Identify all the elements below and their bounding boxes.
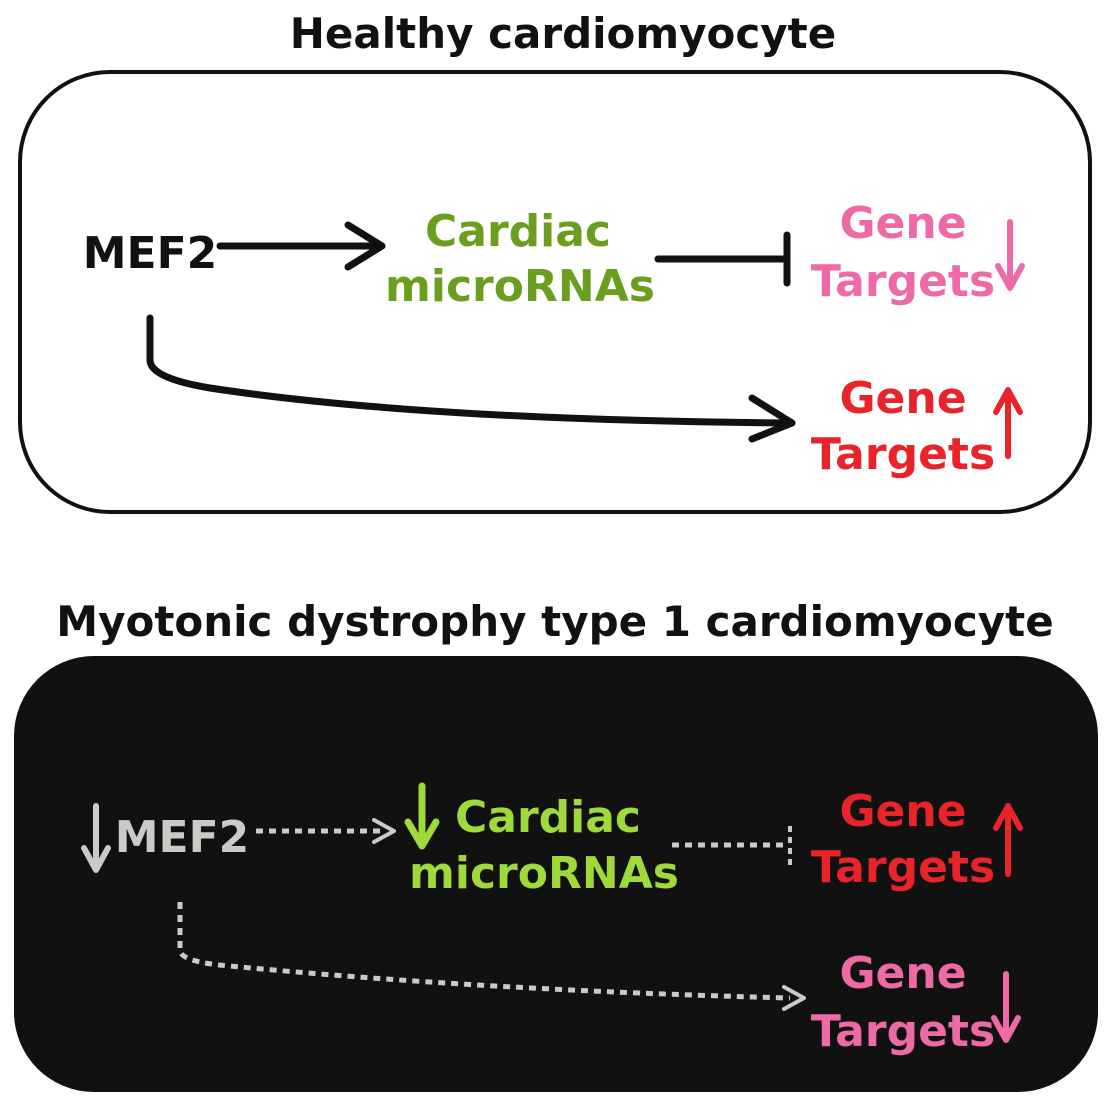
dm1-mef2-label: MEF2 [115, 812, 250, 863]
dm1-activated-targets-line2: Targets [811, 1006, 995, 1057]
dm1-mef2-to-mirna-arrowhead [372, 818, 396, 844]
healthy-activated-targets-line1: Gene [839, 373, 966, 424]
healthy-panel-box [18, 70, 1092, 514]
arrow-down-icon [81, 803, 111, 873]
arrow-down-icon [995, 219, 1025, 291]
healthy-mef2-to-targets-arrowhead [748, 394, 796, 443]
healthy-repressed-targets-line2: Targets [811, 256, 995, 307]
healthy-panel-title: Healthy cardiomyocyte [290, 9, 836, 58]
arrow-down-icon [991, 971, 1021, 1043]
arrow-down-icon [404, 782, 440, 850]
dm1-mirna-line1: Cardiac [455, 792, 641, 843]
dm1-repressed-targets-line2: Targets [811, 842, 995, 893]
healthy-mef2-to-mirna-arrowhead [344, 221, 386, 271]
dm1-repressed-targets-line1: Gene [839, 786, 966, 837]
healthy-activated-targets-line2: Targets [811, 429, 995, 480]
dm1-mef2-to-targets-arrowhead [782, 985, 806, 1011]
healthy-mirna-line2: microRNAs [385, 261, 655, 312]
healthy-mirna-line1: Cardiac [425, 206, 611, 257]
arrow-up-icon [993, 387, 1023, 459]
dm1-panel-box [14, 656, 1098, 1092]
arrow-up-icon [993, 803, 1023, 877]
dm1-activated-targets-line1: Gene [839, 948, 966, 999]
healthy-mef2-to-targets-arrow [146, 314, 794, 427]
healthy-repressed-targets-line1: Gene [839, 198, 966, 249]
dm1-panel-title: Myotonic dystrophy type 1 cardiomyocyte [56, 597, 1053, 646]
dm1-mirna-line2: microRNAs [409, 848, 679, 899]
healthy-mef2-label: MEF2 [83, 228, 218, 279]
dm1-mef2-to-targets-arrow [177, 902, 791, 1001]
